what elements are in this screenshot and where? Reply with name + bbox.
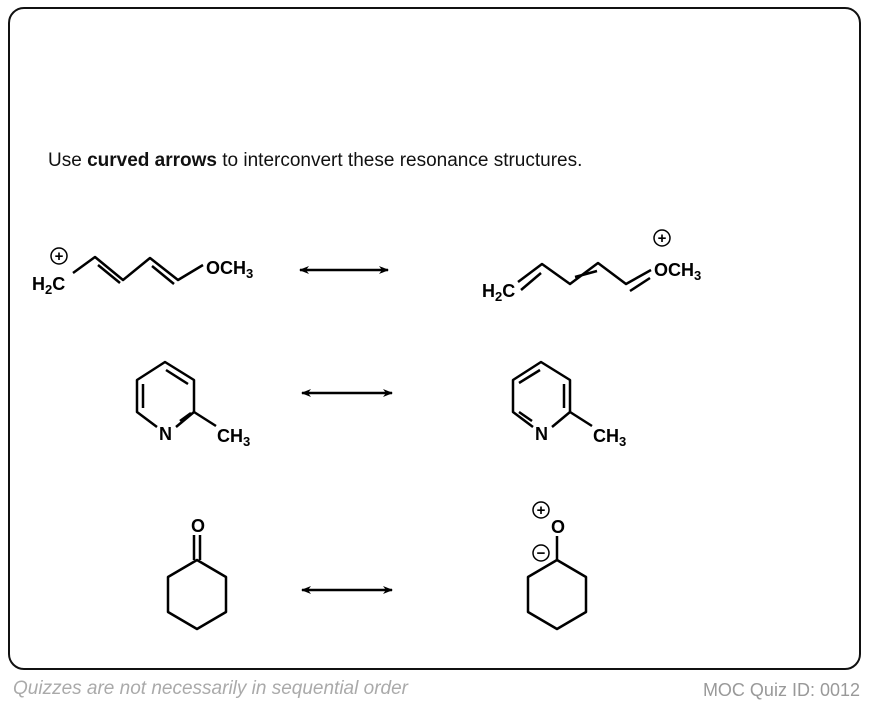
row1-left-structure xyxy=(72,255,204,285)
atom-label: OCH3 xyxy=(206,258,253,281)
row1-right-structure xyxy=(517,261,652,293)
atom-label: O xyxy=(191,516,205,536)
plus-charge: + xyxy=(537,502,546,519)
atom-label: H2C xyxy=(32,274,65,297)
atom-label: O xyxy=(551,517,565,537)
quiz-id: MOC Quiz ID: 0012 xyxy=(702,680,860,700)
prompt-text: Use xyxy=(48,150,88,171)
prompt-bold: curved arrows xyxy=(87,150,217,171)
atom-label: CH3 xyxy=(217,426,250,449)
atom-label: H2C xyxy=(482,281,515,304)
prompt-text-end: to interconvert these resonance structur… xyxy=(216,150,583,171)
atom-label: N xyxy=(159,424,172,444)
atom-label: OCH3 xyxy=(654,260,701,283)
atom-label: N xyxy=(535,424,548,444)
row3-right-structure xyxy=(50,229,671,631)
row2-right-pyridine xyxy=(511,360,593,428)
row3-left-cyclohexanone xyxy=(166,535,228,631)
minus-charge: − xyxy=(537,545,546,562)
quiz-card xyxy=(8,7,861,670)
plus-charge: + xyxy=(55,248,64,265)
atom-label: CH3 xyxy=(593,426,626,449)
question-prompt: Use curved arrows to interconvert these … xyxy=(48,150,582,172)
footer-note: Quizzes are not necessarily in sequentia… xyxy=(13,678,408,699)
plus-charge: + xyxy=(658,230,667,247)
charges: + + + − xyxy=(55,230,667,562)
row2-left-pyridine xyxy=(135,360,217,428)
